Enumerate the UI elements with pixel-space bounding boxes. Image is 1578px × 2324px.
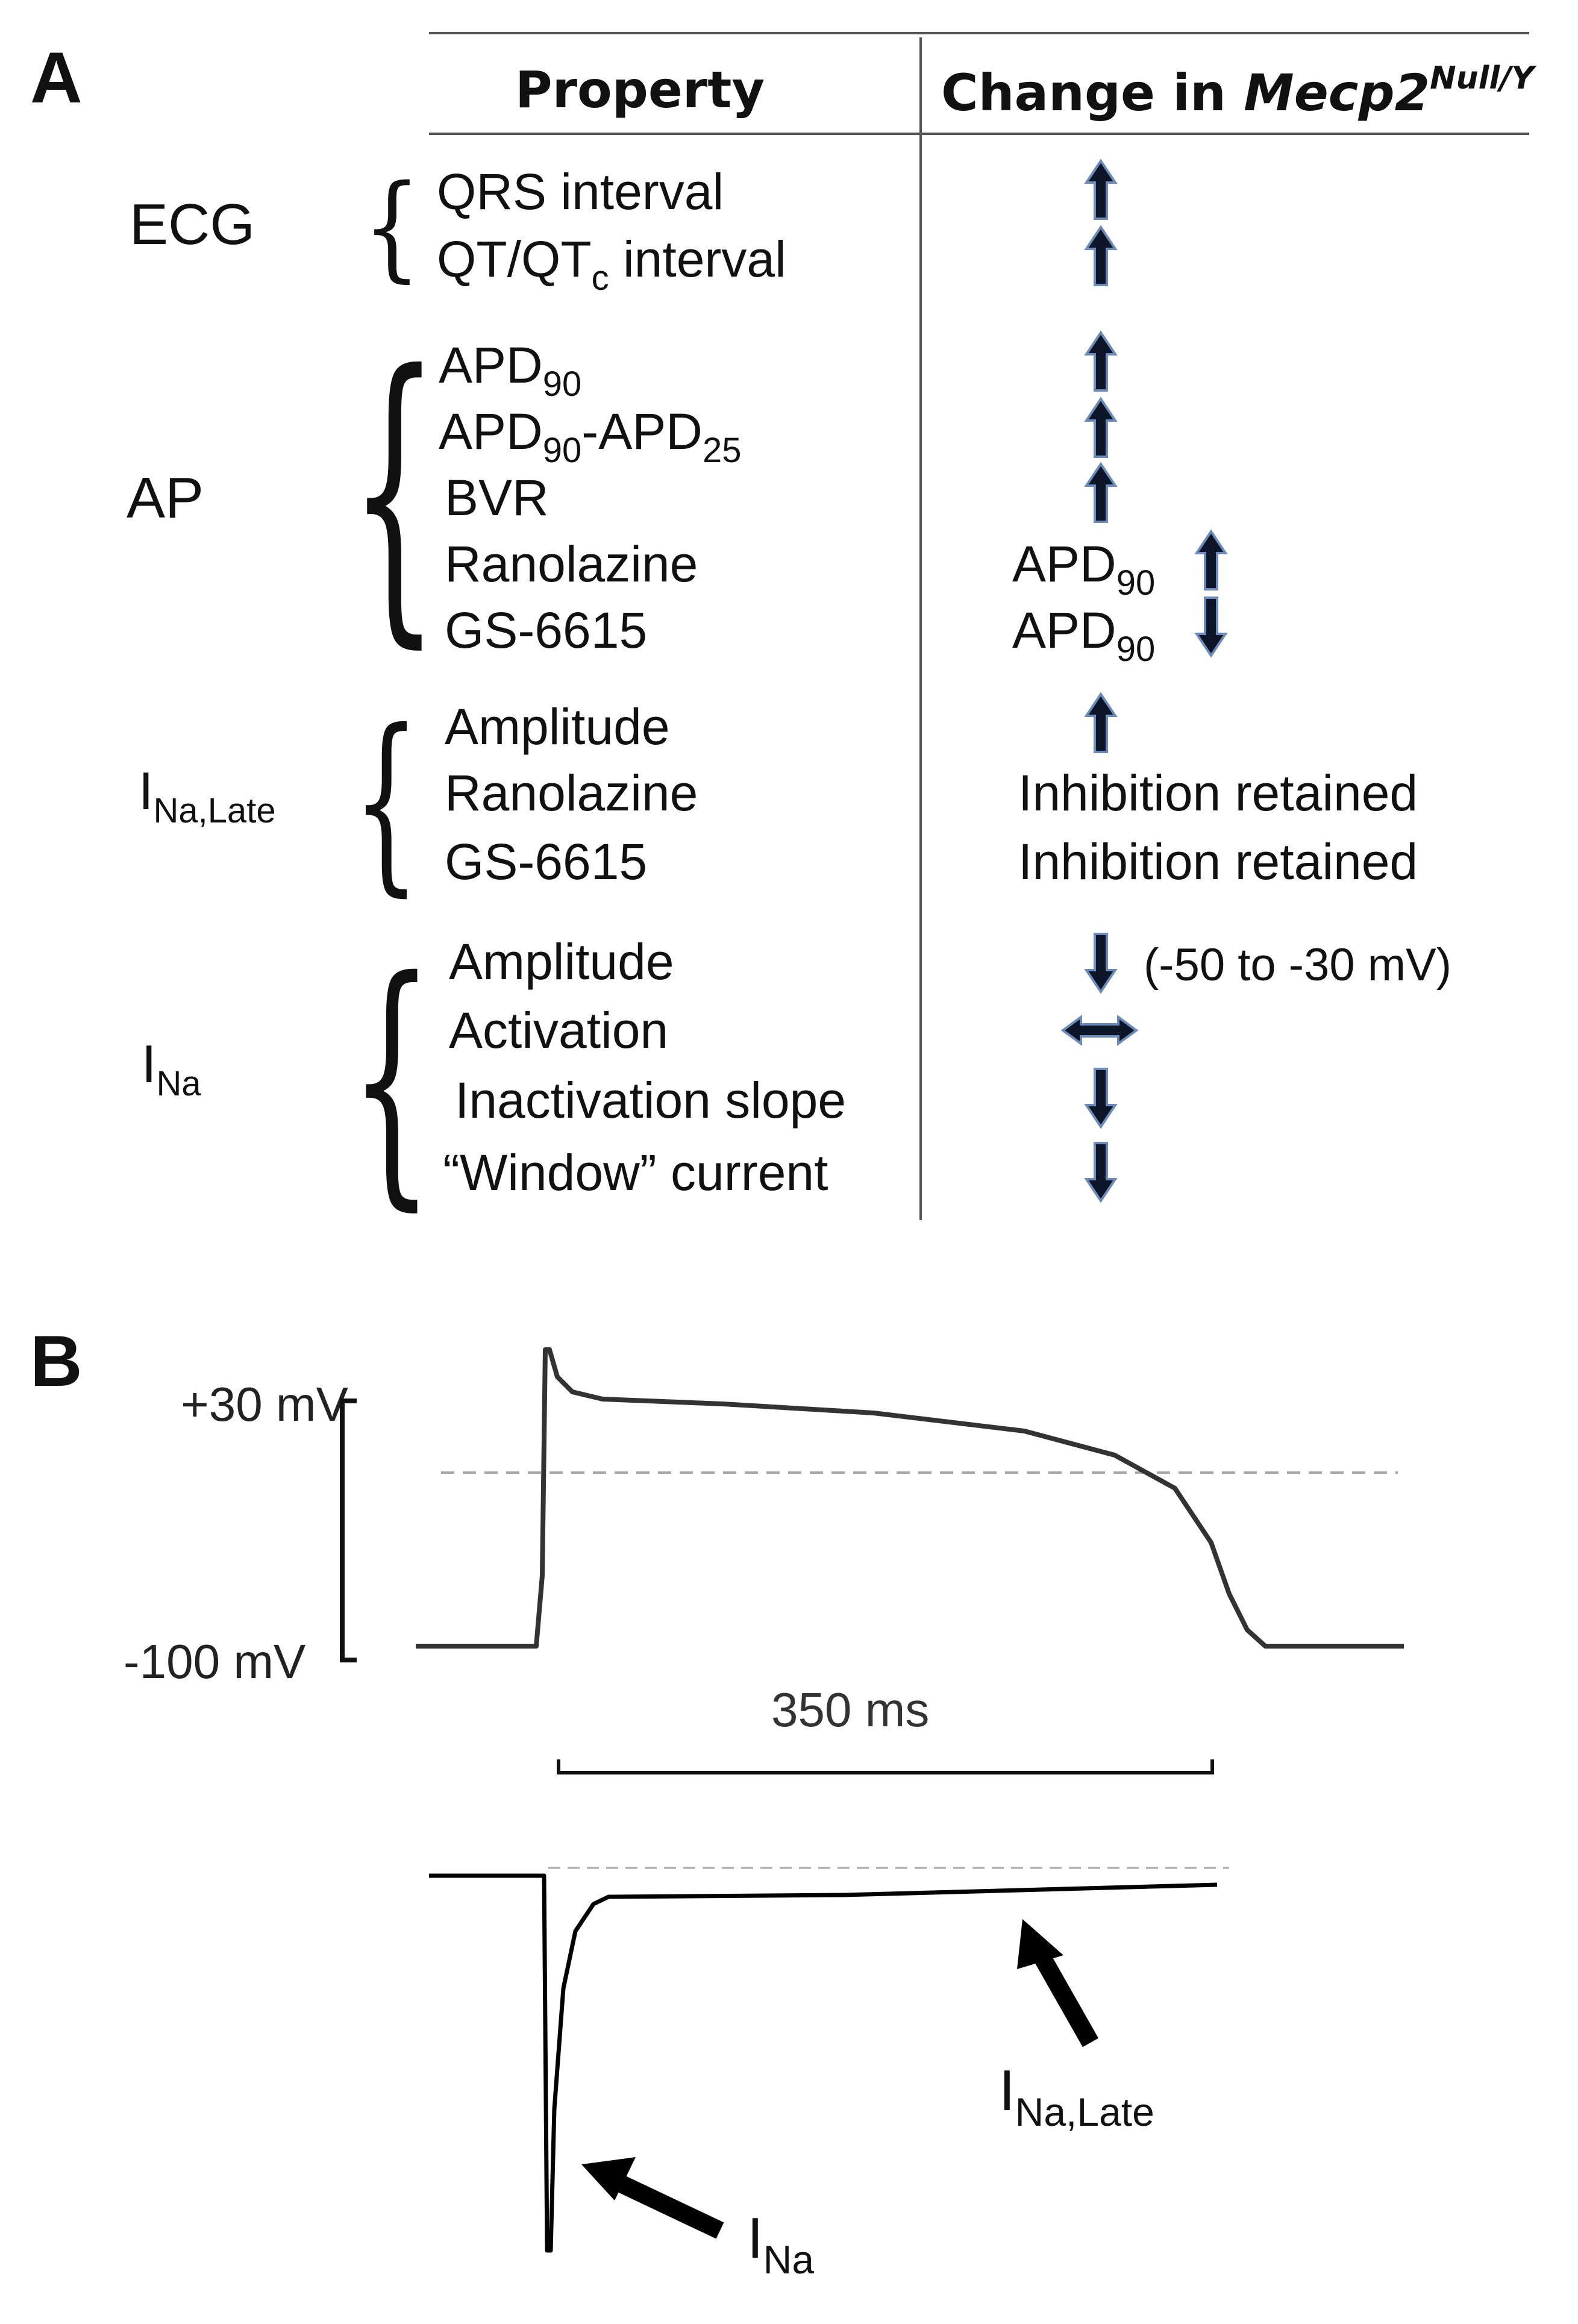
change-inhibition-gs6615: Inhibition retained [1018,833,1418,890]
property-amplitude-ina: Amplitude [449,933,674,990]
time-scale-bar [557,1759,1214,1774]
apd-diff-main: APD [439,403,543,460]
change-apd90-ranolazine: APD90 [1012,535,1155,603]
qt-tail: interval [609,231,786,287]
header-property: Property [515,60,765,119]
ina-late-main: I [139,761,154,821]
property-inactivation-slope: Inactivation slope [455,1072,847,1129]
apd-diff-mid: -APD [581,403,703,460]
ina-pointer-shaft [601,2168,724,2239]
change-inhibition-ranolazine: Inhibition retained [1018,765,1418,821]
property-activation: Activation [449,1002,669,1059]
voltage-scale-bar [340,1398,357,1662]
property-qt-interval: QT/QTc interval [437,230,786,298]
group-label-ina-late: INa,Late [139,760,276,831]
action-potential-trace [416,1347,1404,1649]
ina-pointer-label: INa [747,2205,814,2282]
ina-late-pointer-icon [1017,1919,1063,1969]
ina-label-main: I [747,2206,763,2270]
ina-label-sub: Na [763,2237,815,2282]
property-gs6615-ap: GS-6615 [445,602,648,659]
panel-b-label: B [30,1321,83,1402]
panel-a-label: A [30,37,83,118]
property-apd90: APD90 [439,336,581,404]
apd-diff-sub2: 25 [702,431,742,470]
header-change-prefix: Change in [941,63,1244,122]
header-change-gene: Mecp2 [1244,63,1430,122]
ina-late-pointer-label: INa,Late [999,2058,1154,2135]
property-qrs-interval: QRS interval [437,163,724,220]
property-gs6615-late: GS-6615 [445,833,648,890]
brace-icon: { [349,309,439,674]
property-ranolazine-late: Ranolazine [445,765,698,821]
group-label-ina: INa [142,1033,201,1104]
ina-late-label-sub: Na,Late [1015,2090,1154,2134]
ina-main: I [142,1034,157,1094]
property-bvr: BVR [445,469,549,526]
apd90-main: APD [439,337,543,393]
apd-diff-sub: 90 [542,431,582,470]
property-ranolazine-ap: Ranolazine [445,536,698,592]
group-label-ap: AP [127,466,204,530]
ina-late-label-main: I [999,2058,1015,2123]
header-change-genotype: Null/Y [1430,60,1534,96]
group-label-ecg: ECG [130,192,255,257]
change-apd90-sub: 90 [1116,630,1156,669]
property-amplitude-late: Amplitude [445,698,670,755]
property-apd90-apd25: APD90-APD25 [439,402,741,471]
voltage-bottom-label: -100 mV [124,1635,306,1688]
property-window-current: “Window” current [443,1144,828,1201]
sodium-current-trace [429,1873,1218,2253]
ina-late-pointer-shaft [1027,1940,1099,2047]
brace-icon: { [349,924,434,1233]
change-note-voltage-range: (-50 to -30 mV) [1144,939,1452,991]
left-right-arrow-icon [1060,1015,1139,1046]
brace-icon: { [363,160,421,293]
ina-sub: Na [156,1064,201,1103]
ina-pointer-icon [581,2157,636,2200]
time-scale-label: 350 ms [771,1683,930,1737]
change-apd90-gs6615: APD90 [1012,601,1155,669]
qt-sub: c [591,258,609,298]
ina-late-sub: Na,Late [153,791,276,830]
header-change: Change in Mecp2Null/Y [941,60,1534,122]
change-apd90-main: APD [1012,602,1116,659]
change-apd90-main: APD [1012,536,1116,592]
apd90-sub: 90 [542,365,582,404]
change-apd90-sub: 90 [1116,563,1156,603]
qt-main: QT/QT [437,231,592,287]
brace-icon: { [352,689,420,913]
voltage-top-label: +30 mV [181,1377,348,1431]
